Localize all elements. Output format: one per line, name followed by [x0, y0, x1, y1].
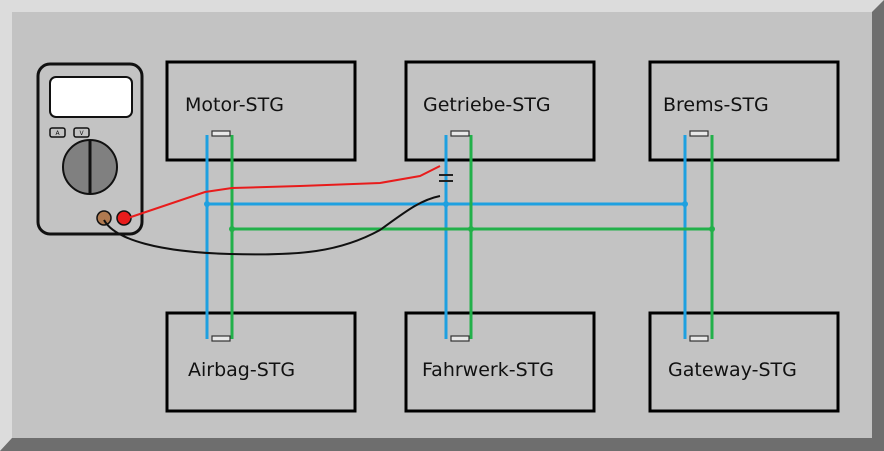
- capacitor-icon: [439, 174, 453, 182]
- label-fahrwerk: Fahrwerk-STG: [422, 359, 554, 381]
- box-gateway: [648, 311, 840, 413]
- box-motor: [165, 60, 357, 162]
- label-brems: Brems-STG: [663, 94, 769, 116]
- resistor-icons: [211, 130, 709, 342]
- multimeter-button-a: [49, 127, 66, 138]
- box-getriebe: [404, 60, 596, 162]
- box-brems: [648, 60, 840, 162]
- button-a-label: A: [55, 130, 60, 137]
- label-airbag: Airbag-STG: [188, 359, 295, 381]
- multimeter-button-v: [73, 127, 90, 138]
- multimeter-display: [49, 76, 133, 118]
- button-v-label: V: [79, 130, 84, 137]
- label-getriebe: Getriebe-STG: [423, 94, 551, 116]
- label-motor: Motor-STG: [185, 94, 284, 116]
- box-fahrwerk: [404, 311, 596, 413]
- probe-red-wire: [127, 165, 441, 219]
- label-gateway: Gateway-STG: [668, 359, 797, 381]
- probe-black-wire: [103, 195, 441, 256]
- multimeter: A V: [36, 62, 144, 236]
- terminal-com: [96, 210, 112, 226]
- box-airbag: [165, 311, 357, 413]
